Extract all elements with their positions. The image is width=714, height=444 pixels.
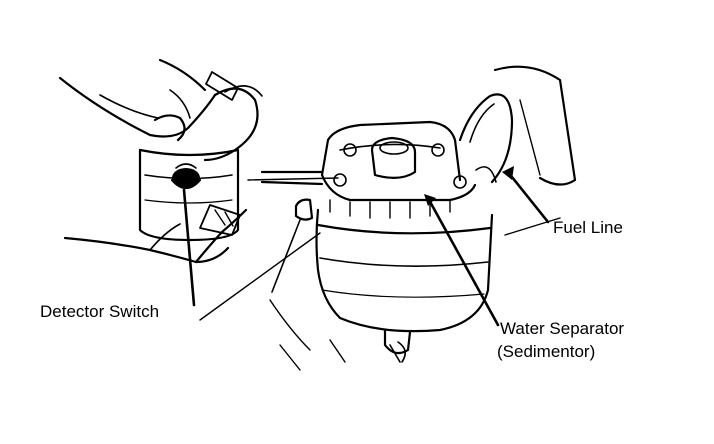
detector-switch-label: Detector Switch [40, 302, 160, 321]
water-separator-label: Water Separator [500, 319, 625, 338]
detector-switch-inset [58, 58, 339, 321]
fuel-line-label: Fuel Line [553, 218, 623, 237]
water-separator-assembly [260, 65, 577, 371]
sedimentor-label: (Sedimentor) [497, 342, 596, 361]
